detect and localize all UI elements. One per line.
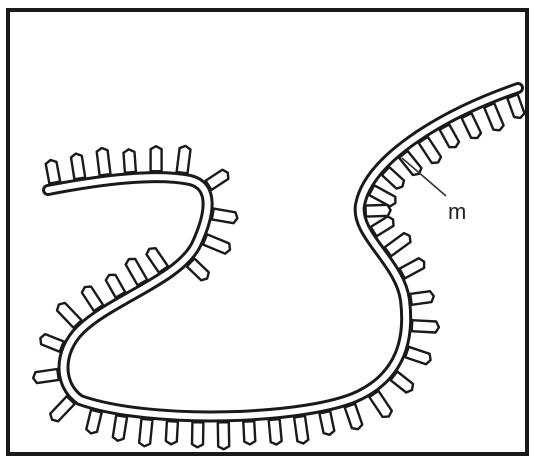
ridge-tooth — [71, 154, 85, 180]
ridge-tooth — [86, 410, 101, 434]
ridge-tooth — [269, 419, 282, 444]
ridge-tooth — [345, 404, 363, 429]
ridge-tooth — [97, 148, 111, 175]
ridge-teeth — [33, 94, 524, 449]
ridge-tooth — [405, 347, 430, 364]
ridge-tooth — [192, 422, 203, 447]
ridge-tooth — [243, 421, 255, 444]
ridge-tooth — [369, 185, 395, 206]
ridge-tooth — [113, 415, 127, 441]
ridge-tooth — [365, 205, 390, 217]
ridge-tooth — [203, 234, 230, 253]
ridge-tooth — [124, 149, 136, 172]
label-m: m — [448, 199, 466, 224]
ridge-tooth — [177, 146, 191, 173]
ridge-tooth — [212, 209, 238, 224]
ridge-tooth — [294, 416, 308, 444]
ridge-tooth — [369, 391, 392, 417]
frame-border — [8, 10, 527, 454]
ridge-tooth — [166, 421, 178, 444]
ridge-tooth — [126, 259, 148, 285]
label-m-pointer — [402, 158, 446, 196]
ridge-tooth — [151, 146, 162, 171]
ridge-tooth — [419, 137, 441, 163]
ridge-tooth — [484, 103, 503, 130]
ridge-tooth — [412, 320, 439, 332]
ridge-tooth — [218, 422, 229, 449]
ridge-tooth — [462, 113, 481, 138]
ridge-tooth — [46, 160, 61, 184]
ridge-tooth — [410, 291, 434, 305]
ridge-tooth — [400, 258, 425, 278]
ridge-tooth — [507, 94, 524, 118]
ridge-tooth — [139, 419, 152, 447]
ridge-tooth — [319, 411, 334, 435]
ridge-tooth — [33, 369, 59, 383]
ridge-tooth — [40, 334, 63, 352]
